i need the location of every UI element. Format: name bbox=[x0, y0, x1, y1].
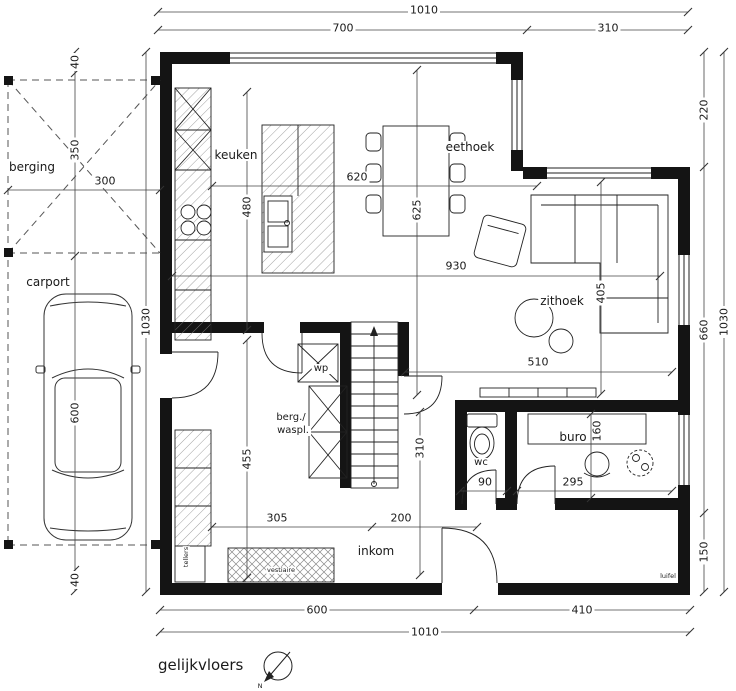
dim-dining-625: 625 bbox=[410, 197, 424, 223]
room-label-keuken: keuken bbox=[212, 148, 260, 162]
dim-carport-300: 300 bbox=[92, 174, 118, 188]
room-label-luifel: luifel bbox=[659, 571, 677, 580]
walls bbox=[160, 52, 690, 595]
dim-bottom-600: 600 bbox=[304, 603, 330, 617]
room-label-tellers: tellers bbox=[181, 545, 190, 569]
room-label-eethoek: eethoek bbox=[443, 140, 497, 154]
toilet-tank bbox=[466, 413, 498, 428]
doors bbox=[171, 332, 556, 584]
dim-living-405: 405 bbox=[594, 280, 608, 306]
room-label-carport: carport bbox=[24, 275, 72, 289]
room-label-berg-waspl-1: berg./ bbox=[274, 412, 308, 423]
dim-left-1030: 1030 bbox=[139, 306, 153, 338]
living-furniture bbox=[473, 194, 669, 398]
room-label-vestiaire: vestiaire bbox=[266, 565, 296, 574]
dim-hall-310: 310 bbox=[413, 435, 427, 461]
heat-pump bbox=[297, 343, 339, 383]
dim-hall-305: 305 bbox=[264, 511, 290, 525]
carport-posts bbox=[4, 76, 160, 549]
room-label-inkom: inkom bbox=[355, 544, 397, 558]
meter-closet bbox=[174, 545, 206, 583]
dim-living-930: 930 bbox=[443, 259, 469, 273]
dim-laundry-455: 455 bbox=[240, 446, 254, 472]
kitchen-fixtures bbox=[174, 87, 335, 341]
compass-north-label: N bbox=[256, 681, 264, 690]
stairs bbox=[350, 321, 399, 489]
room-label-berg-waspl-2: waspl. bbox=[275, 425, 311, 436]
dryer bbox=[308, 431, 348, 479]
room-label-buro: buro bbox=[557, 430, 589, 444]
dim-top-right: 310 bbox=[595, 21, 621, 35]
dim-right-150: 150 bbox=[697, 539, 711, 565]
carport-structure bbox=[4, 76, 161, 549]
dim-hall-200: 200 bbox=[388, 511, 414, 525]
dim-kitchen-480: 480 bbox=[240, 194, 254, 220]
office-chair bbox=[584, 451, 610, 477]
dim-top-total: 1010 bbox=[408, 3, 440, 17]
kitchen-sink bbox=[263, 195, 293, 253]
windows bbox=[230, 52, 690, 485]
dim-wc-90: 90 bbox=[476, 475, 494, 489]
room-label-berging: berging bbox=[7, 160, 57, 174]
room-label-wp: wp bbox=[311, 363, 331, 374]
dim-bottom-410: 410 bbox=[569, 603, 595, 617]
armchair bbox=[473, 214, 527, 268]
dim-left-350: 350 bbox=[68, 137, 82, 163]
compass-needle bbox=[264, 671, 274, 682]
dim-left-40-bottom: 40 bbox=[68, 571, 82, 589]
dim-living-510: 510 bbox=[525, 355, 551, 369]
laundry-fixtures bbox=[174, 343, 348, 583]
stairs-up-arrow bbox=[370, 326, 378, 336]
car bbox=[35, 293, 141, 541]
dim-right-1030: 1030 bbox=[717, 306, 731, 338]
side-table bbox=[548, 328, 574, 354]
coffee-table bbox=[514, 298, 554, 338]
plant bbox=[626, 449, 654, 477]
sofa bbox=[530, 194, 669, 334]
dim-bottom-total: 1010 bbox=[409, 625, 441, 639]
room-label-wc: wc bbox=[472, 457, 490, 468]
dim-kitchen-620: 620 bbox=[344, 170, 370, 184]
dim-right-660: 660 bbox=[697, 317, 711, 343]
desk bbox=[527, 413, 647, 445]
compass bbox=[263, 651, 293, 682]
dim-left-40-top: 40 bbox=[68, 53, 82, 71]
dim-right-220: 220 bbox=[697, 97, 711, 123]
plan-title: gelijkvloers bbox=[158, 656, 244, 674]
dim-top-left: 700 bbox=[330, 21, 356, 35]
vestiaire-closet bbox=[227, 547, 335, 583]
wc-office-fixtures bbox=[466, 413, 654, 478]
dim-buro-160: 160 bbox=[590, 418, 604, 444]
dim-buro-295: 295 bbox=[560, 475, 586, 489]
dimension-ticks bbox=[3, 7, 729, 637]
room-label-zithoek: zithoek bbox=[538, 294, 586, 308]
dim-left-600: 600 bbox=[68, 400, 82, 426]
compass-circle bbox=[263, 651, 293, 681]
dining-table bbox=[382, 125, 450, 237]
